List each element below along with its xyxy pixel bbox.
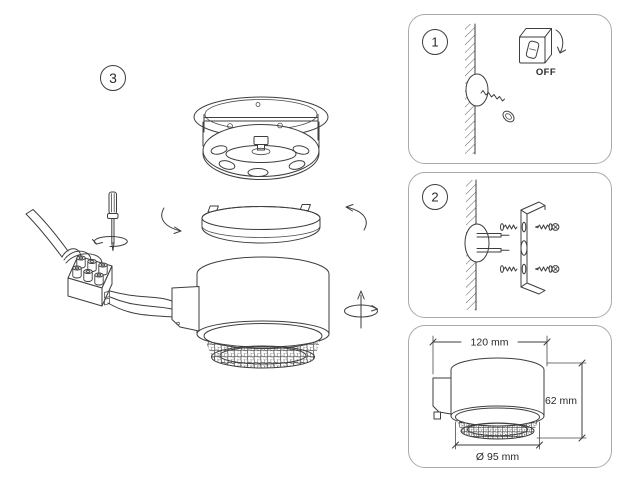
supply-wires bbox=[476, 233, 510, 253]
mount-bracket-bar bbox=[203, 114, 319, 141]
step-2-panel: 2 bbox=[408, 172, 612, 318]
assembly-exploded-diagram: 3 bbox=[25, 65, 378, 369]
perforated-diffuser-small bbox=[455, 407, 540, 440]
twist-arrow-right-icon bbox=[345, 204, 367, 231]
ceiling-mount-plate bbox=[193, 96, 329, 180]
wall-plug-hole bbox=[465, 73, 489, 107]
screw-left-top-icon bbox=[500, 223, 518, 231]
step-1-illustration: 1 bbox=[422, 23, 566, 155]
lamp-side-box bbox=[432, 377, 452, 415]
twist-arrow-left-icon bbox=[161, 207, 182, 234]
bracket-screws bbox=[500, 223, 560, 273]
plate-terminal-tab bbox=[251, 136, 271, 156]
step-1-label: 1 bbox=[431, 35, 438, 50]
led-module-disc bbox=[201, 204, 321, 244]
screwdriver bbox=[92, 191, 128, 251]
dimensions-panel: 120 mm 62 mm Ø 95 mm bbox=[408, 325, 612, 468]
switch-off-arrow-icon bbox=[555, 29, 566, 54]
width-dimension-label: 120 mm bbox=[471, 337, 509, 349]
diameter-dimension-label: Ø 95 mm bbox=[476, 451, 519, 463]
terminal-block bbox=[67, 255, 113, 307]
perforated-diffuser bbox=[203, 323, 323, 369]
anchor-screw-icon bbox=[480, 90, 515, 123]
connection-wires bbox=[107, 290, 173, 318]
lamp-dimension-drawing bbox=[432, 357, 545, 440]
rotate-lamp-arrow-icon bbox=[344, 290, 378, 329]
screw-left-bottom-icon bbox=[500, 265, 518, 273]
screwdriver-rotate-arrow-icon bbox=[92, 236, 128, 248]
screw-right-bottom-icon bbox=[535, 265, 560, 273]
step-1-panel: 1 bbox=[408, 14, 612, 164]
plate-screw-slots bbox=[210, 122, 310, 177]
dimension-diameter: Ø 95 mm bbox=[452, 421, 543, 463]
light-switch-icon bbox=[519, 28, 552, 64]
lamp-body bbox=[171, 256, 330, 369]
height-dimension-label: 62 mm bbox=[545, 395, 577, 407]
dimensions-drawing: 120 mm 62 mm Ø 95 mm bbox=[429, 335, 587, 463]
dimension-width: 120 mm bbox=[429, 335, 551, 375]
switch-off-label: OFF bbox=[536, 67, 556, 78]
mains-cable bbox=[25, 209, 103, 264]
step-1-badge: 1 bbox=[422, 29, 448, 55]
step-3-badge: 3 bbox=[100, 65, 126, 91]
mounting-bracket bbox=[520, 201, 546, 295]
step-2-badge: 2 bbox=[422, 184, 448, 210]
wall-hole bbox=[464, 223, 490, 263]
step-2-illustration: 2 bbox=[422, 179, 560, 311]
step-2-label: 2 bbox=[431, 190, 438, 205]
dimension-height: 62 mm bbox=[536, 359, 587, 442]
screw-right-top-icon bbox=[535, 223, 560, 231]
lamp-side-junction-box bbox=[171, 286, 200, 332]
step-3-label: 3 bbox=[109, 70, 117, 86]
